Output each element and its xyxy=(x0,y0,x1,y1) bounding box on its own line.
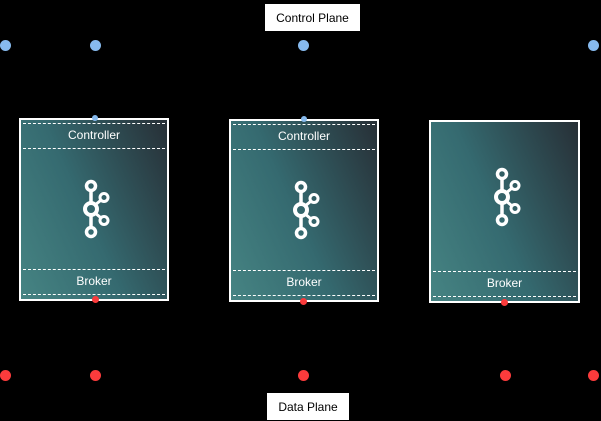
control-plane-junction-dot xyxy=(90,40,101,51)
broker-section: Broker xyxy=(233,270,375,296)
controller-label: Controller xyxy=(67,128,121,142)
controller-section: Controller xyxy=(23,123,165,149)
kafka-logo-area xyxy=(21,149,167,269)
node-data-anchor-dot xyxy=(501,299,508,306)
data-plane-junction-dot xyxy=(90,370,101,381)
control-plane-label: Control Plane xyxy=(265,4,360,31)
kafka-logo-icon xyxy=(83,179,110,239)
kafka-node-box: Broker xyxy=(429,120,580,303)
data-plane-junction-dot xyxy=(0,370,11,381)
controller-section: Controller xyxy=(233,124,375,150)
broker-section: Broker xyxy=(23,269,165,295)
control-plane-junction-dot xyxy=(0,40,11,51)
control-plane-junction-dot xyxy=(588,40,599,51)
broker-section: Broker xyxy=(433,271,576,297)
kafka-logo-area xyxy=(231,150,377,270)
data-plane-junction-dot xyxy=(500,370,511,381)
data-plane-label: Data Plane xyxy=(267,393,349,420)
node-data-anchor-dot xyxy=(300,298,307,305)
kafka-node-box: Controller Broker xyxy=(19,118,169,301)
broker-label: Broker xyxy=(486,276,523,290)
kafka-logo-area xyxy=(431,122,578,271)
data-plane-junction-dot xyxy=(588,370,599,381)
kafka-node-box: Controller Broker xyxy=(229,119,379,302)
node-data-anchor-dot xyxy=(92,296,99,303)
kafka-logo-icon xyxy=(293,180,320,240)
control-plane-junction-dot xyxy=(298,40,309,51)
node-control-anchor-dot xyxy=(301,116,307,122)
data-plane-junction-dot xyxy=(298,370,309,381)
broker-label: Broker xyxy=(76,274,112,288)
controller-label: Controller xyxy=(277,129,331,143)
node-control-anchor-dot xyxy=(92,115,98,121)
kafka-logo-icon xyxy=(493,167,520,226)
broker-label: Broker xyxy=(286,275,322,289)
